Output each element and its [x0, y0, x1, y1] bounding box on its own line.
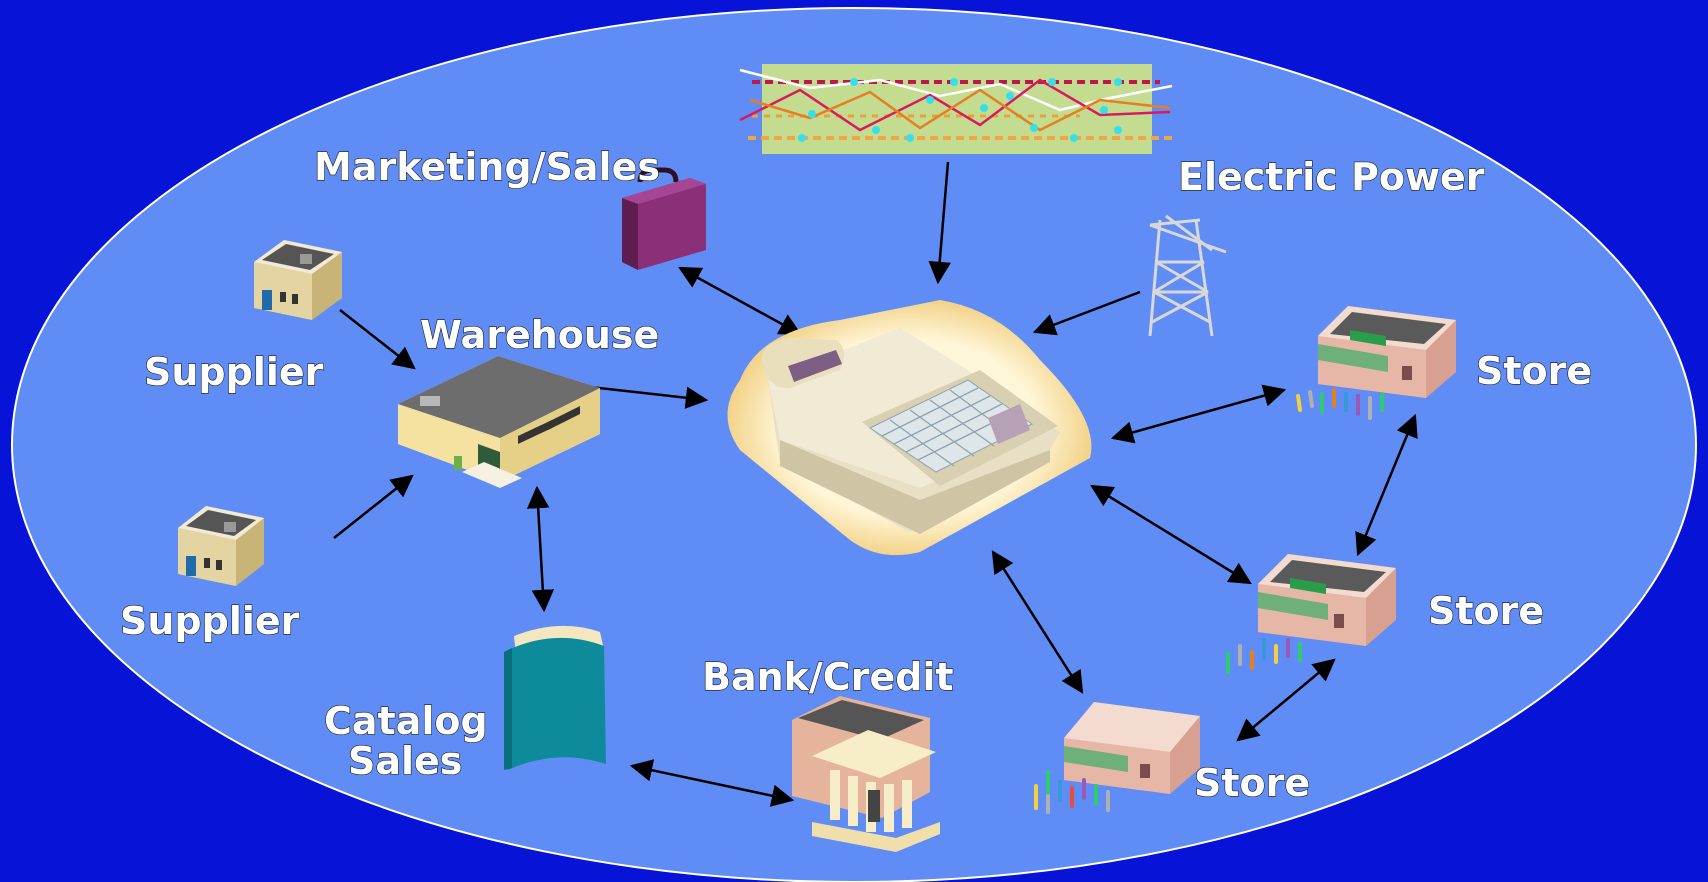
warehouse-icon	[398, 356, 600, 488]
arrow-chart-to-register	[928, 161, 951, 285]
arrow-supplier2-to-warehouse	[333, 474, 414, 539]
cash-register-icon	[727, 300, 1092, 556]
briefcase-icon	[622, 167, 706, 270]
line-chart-icon	[739, 64, 1173, 154]
connection-arrows	[333, 161, 1418, 807]
arrow-supplier1-to-warehouse	[339, 309, 416, 370]
label-supplier-2: Supplier	[120, 599, 300, 643]
label-catalog-line2: Sales	[348, 739, 462, 783]
label-store-1: Store	[1476, 349, 1592, 393]
label-store-3: Store	[1194, 761, 1310, 805]
small-building-icon	[178, 506, 264, 586]
label-store-2: Store	[1428, 589, 1544, 633]
label-electric-power: Electric Power	[1178, 155, 1485, 199]
arrow-register-store2	[1090, 484, 1252, 585]
label-marketing-sales: Marketing/Sales	[314, 145, 660, 189]
storefront-icon	[1226, 554, 1396, 674]
arrow-warehouse-to-register	[589, 385, 709, 409]
label-catalog-line1: Catalog	[324, 699, 488, 743]
arrow-warehouse-catalog	[526, 485, 555, 613]
arrow-catalog-bank	[629, 759, 795, 807]
catalog-book-icon	[504, 625, 606, 770]
arrow-register-store1	[1110, 384, 1287, 444]
arrow-briefcase-register	[678, 266, 802, 336]
arrow-store2-store3	[1236, 658, 1336, 742]
power-tower-icon	[1148, 214, 1227, 337]
small-building-icon	[254, 240, 342, 320]
label-supplier-1: Supplier	[144, 350, 324, 394]
bank-building-icon	[792, 696, 940, 852]
storefront-icon	[1034, 702, 1200, 814]
arrow-register-store3	[991, 550, 1084, 694]
arrow-power-to-register	[1032, 290, 1141, 336]
storefront-icon	[1296, 306, 1456, 420]
label-bank-credit: Bank/Credit	[702, 655, 954, 699]
arrow-store1-store2	[1355, 413, 1418, 557]
label-warehouse: Warehouse	[420, 313, 659, 357]
